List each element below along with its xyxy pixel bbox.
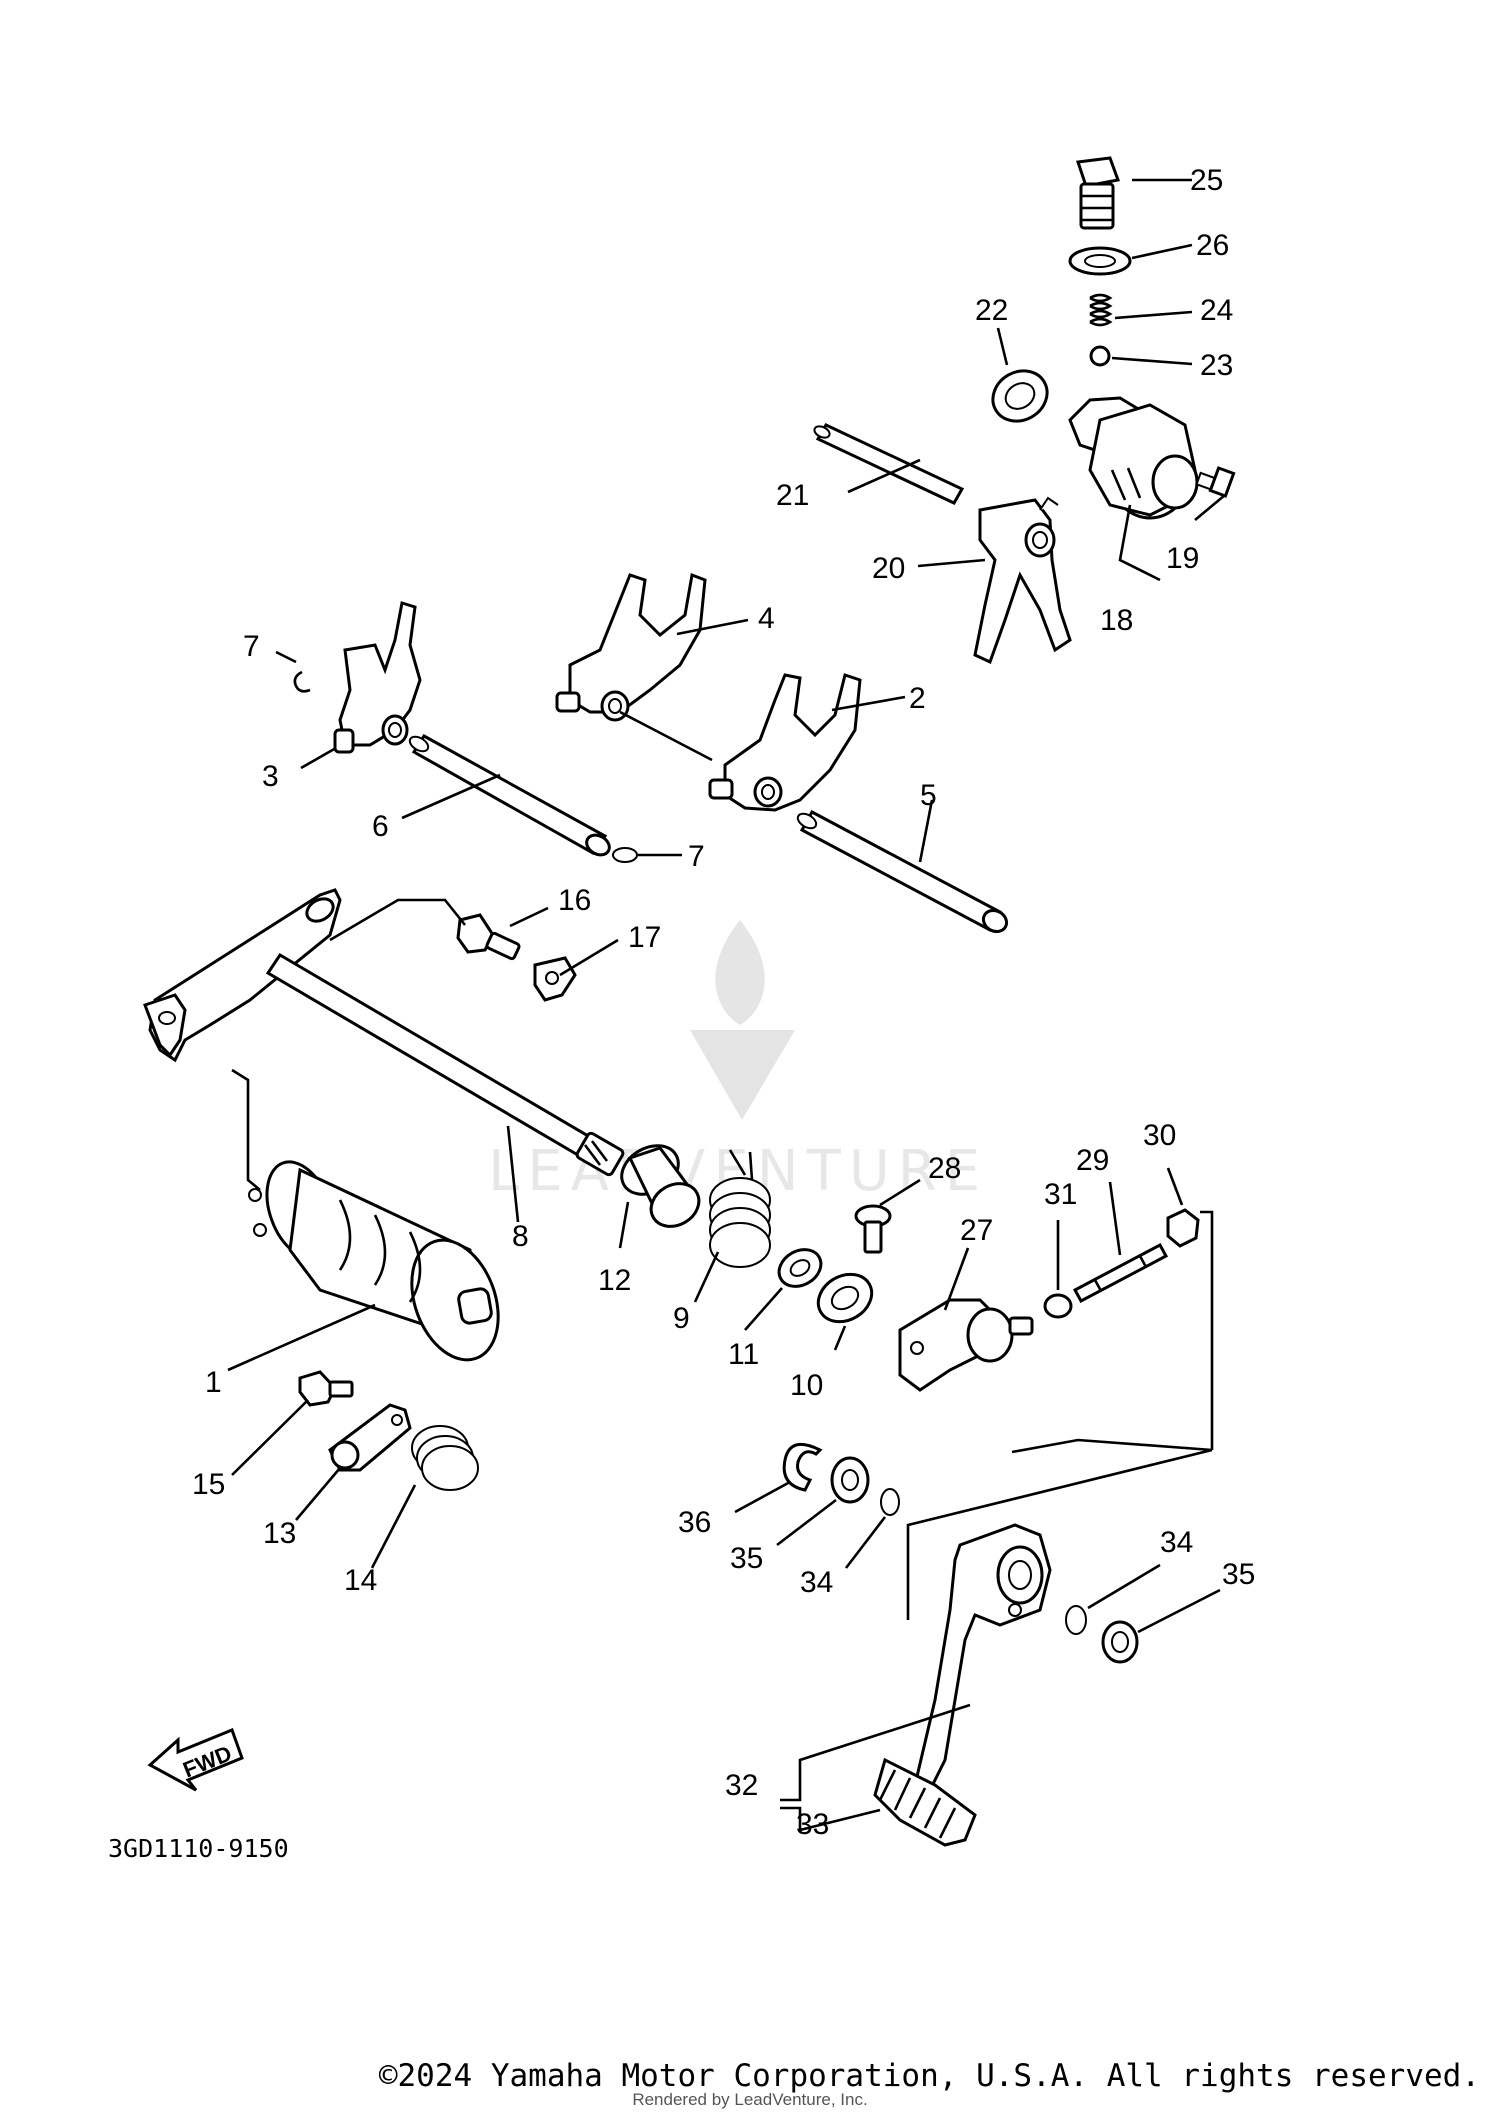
callout-35-upper: 35 — [730, 1542, 763, 1575]
part-22-seal — [991, 369, 1049, 423]
callout-2: 2 — [909, 682, 926, 715]
part-14-spring — [411, 1425, 479, 1491]
watermark — [690, 920, 795, 1120]
callout-4: 4 — [758, 602, 775, 635]
part-30-nut — [1166, 1208, 1200, 1248]
callout-5: 5 — [920, 779, 937, 812]
callout-21: 21 — [776, 479, 809, 512]
callout-20: 20 — [872, 552, 905, 585]
part-16-bolt — [456, 913, 521, 961]
part-23-ball — [1089, 345, 1111, 367]
callout-25: 25 — [1190, 164, 1223, 197]
part-34-oring-upper — [880, 1488, 900, 1516]
part-7-clip-lower — [612, 847, 638, 863]
callout-22: 22 — [975, 294, 1008, 327]
callout-19: 19 — [1166, 542, 1199, 575]
part-9-spring — [709, 1149, 771, 1268]
part-31-nut — [1043, 1293, 1073, 1319]
callout-24: 24 — [1200, 294, 1233, 327]
callout-10: 10 — [790, 1369, 823, 1402]
callout-23: 23 — [1200, 349, 1233, 382]
part-32-shift-pedal — [913, 1523, 1052, 1792]
callout-7-lower: 7 — [688, 840, 705, 873]
diagram-code: 3GD1110-9150 — [108, 1834, 289, 1863]
callout-16: 16 — [558, 884, 591, 917]
part-4-fork — [555, 572, 707, 722]
part-24-spring — [1089, 293, 1113, 327]
callout-27: 27 — [960, 1214, 993, 1247]
callout-26: 26 — [1196, 229, 1229, 262]
copyright-notice: ©2024 Yamaha Motor Corporation, U.S.A. A… — [378, 2058, 1480, 2094]
part-33-pedal-rubber — [873, 1757, 977, 1847]
fwd-arrow-icon: FWD — [147, 1728, 244, 1792]
leader-lines — [227, 178, 1226, 1832]
part-19-pin — [1195, 466, 1236, 498]
callout-34-lower: 34 — [1160, 1526, 1193, 1559]
part-12-collar — [620, 1144, 701, 1228]
part-35-washer-lower — [1101, 1620, 1139, 1664]
part-8-shift-shaft — [143, 888, 625, 1177]
callout-32: 32 — [725, 1769, 758, 1802]
part-5-shaft — [796, 809, 1009, 934]
callout-36: 36 — [678, 1506, 711, 1539]
callout-7-upper: 7 — [243, 630, 260, 663]
rendered-by-notice: Rendered by LeadVenture, Inc. — [632, 2090, 868, 2109]
callout-15: 15 — [192, 1468, 225, 1501]
callout-18: 18 — [1100, 604, 1133, 637]
part-10-bearing — [816, 1272, 874, 1324]
callout-31: 31 — [1044, 1178, 1077, 1211]
callout-29: 29 — [1076, 1144, 1109, 1177]
callout-30: 30 — [1143, 1119, 1176, 1152]
part-27-lever — [898, 1298, 1034, 1392]
callout-numbers: 1 2 3 4 5 6 7 7 8 9 10 11 12 13 14 15 16… — [192, 164, 1255, 1841]
fork-link-line — [619, 710, 713, 762]
callout-1: 1 — [205, 1366, 222, 1399]
part-7-clip-upper — [293, 670, 311, 693]
part-29-rod — [1072, 1242, 1169, 1304]
callout-9: 9 — [673, 1302, 690, 1335]
callout-17: 17 — [628, 921, 661, 954]
callout-3: 3 — [262, 760, 279, 793]
callout-12: 12 — [598, 1264, 631, 1297]
part-36-circlip — [782, 1442, 823, 1492]
callout-13: 13 — [263, 1517, 296, 1550]
part-21-shaft — [813, 423, 965, 505]
part-17-plate — [533, 956, 577, 1002]
callout-28: 28 — [928, 1152, 961, 1185]
callout-11: 11 — [728, 1338, 759, 1371]
part-1-drum — [248, 1160, 500, 1362]
part-13-pivot — [328, 1403, 412, 1472]
part-11-washer — [777, 1248, 823, 1288]
callout-14: 14 — [344, 1564, 377, 1597]
part-35-washer-upper — [830, 1456, 870, 1504]
callout-35-lower: 35 — [1222, 1558, 1255, 1591]
part-6-shaft — [408, 733, 611, 857]
part-3-fork — [333, 601, 422, 754]
callout-6: 6 — [372, 810, 389, 843]
callout-33: 33 — [796, 1808, 829, 1841]
part-28-bolt — [854, 1204, 892, 1254]
part-25-bolt — [1075, 156, 1121, 230]
part-18-segment — [1068, 396, 1199, 520]
part-34-oring-lower — [1065, 1605, 1087, 1635]
part-20-fork — [973, 496, 1072, 665]
callout-8: 8 — [512, 1220, 529, 1253]
part-15-bolt — [298, 1370, 354, 1407]
part-26-washer — [1068, 246, 1132, 276]
callout-34-upper: 34 — [800, 1566, 833, 1599]
part-2-fork — [708, 673, 862, 812]
